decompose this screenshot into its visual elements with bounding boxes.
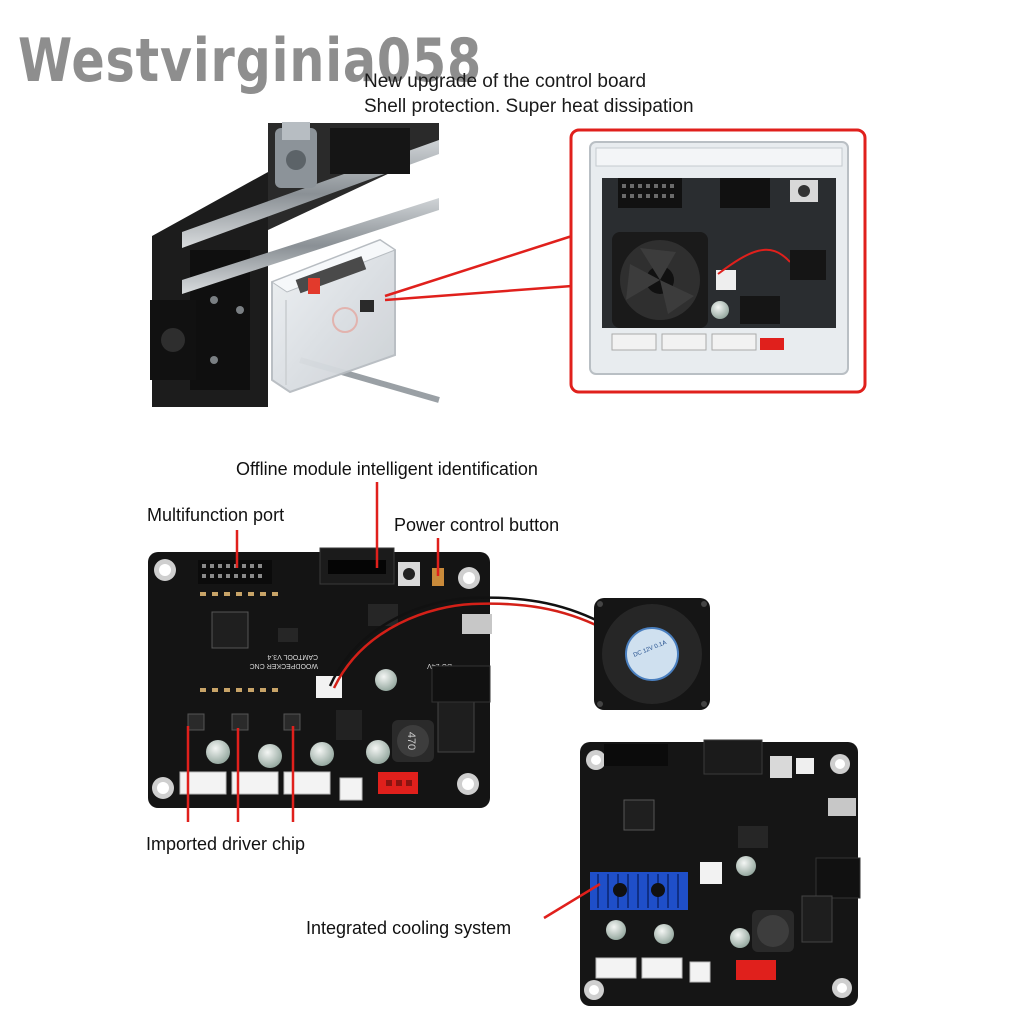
board-version-text: CAMTOOL V3.4 <box>267 653 318 660</box>
label-offline-module: Offline module intelligent identificatio… <box>236 459 538 479</box>
label-multifunction-port: Multifunction port <box>147 505 285 525</box>
label-cooling-system: Integrated cooling system <box>306 918 512 938</box>
callout-lines <box>186 482 601 920</box>
machine-photo <box>150 122 440 407</box>
enclosure-zoom <box>569 128 867 394</box>
caption-line-2: Shell protection. Super heat dissipation <box>364 96 694 117</box>
board-name-text: WOODPECKER CNC <box>250 662 318 669</box>
main-board: WOODPECKER CNC CAMTOOL V3.4 DC-24V 470 <box>148 547 603 808</box>
inductor-text: 470 <box>405 732 417 750</box>
callout-line-top-2 <box>384 284 573 302</box>
cooling-fan: DC 12V 0.1A <box>594 598 710 710</box>
label-power-button: Power control button <box>394 515 560 535</box>
board-with-heatsink <box>580 739 861 1006</box>
watermark: Westvirginia058 <box>18 26 483 96</box>
callout-line-top-1 <box>384 234 573 298</box>
label-driver-chip: Imported driver chip <box>146 834 306 854</box>
caption-line-1: New upgrade of the control board <box>364 71 647 92</box>
